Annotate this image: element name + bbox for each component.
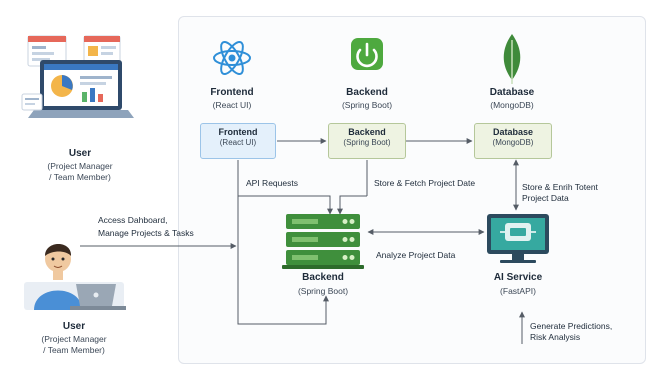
database-box-subtitle: (MongoDB) xyxy=(492,138,534,147)
api-requests-label: API Requests xyxy=(246,178,298,188)
store-enrich-label-line1: Store & Enrih Totent xyxy=(522,182,598,192)
bottom-user-role-line1: (Project Manager xyxy=(41,334,107,344)
access-label-line1: Access Dahboard, xyxy=(98,215,168,225)
ai-service-title: AI Service xyxy=(493,272,543,283)
frontend-icon-subtitle: (React UI) xyxy=(212,100,252,110)
arrow-api-requests xyxy=(237,160,333,215)
backend-server-subtitle: (Spring Boot) xyxy=(297,286,349,296)
backend-box-title: Backend xyxy=(348,127,386,137)
ai-service-icon xyxy=(487,214,549,263)
access-label-line2: Manage Projects & Tasks xyxy=(98,228,194,238)
frontend-icon-title: Frontend xyxy=(210,87,254,98)
bottom-user-role-line2: / Team Member) xyxy=(43,345,105,355)
store-fetch-label: Store & Fetch Project Date xyxy=(374,178,476,188)
user-person-illustration xyxy=(24,244,126,310)
backend-server-icon xyxy=(282,214,364,269)
database-box: Database (MongoDB) xyxy=(474,123,552,159)
backend-icon-subtitle: (Spring Boot) xyxy=(341,100,393,110)
backend-box: Backend (Spring Boot) xyxy=(328,123,406,159)
user-dashboard-illustration xyxy=(21,35,134,118)
arrow-backend-server xyxy=(337,195,367,215)
frontend-box-subtitle: (React UI) xyxy=(219,138,257,147)
backend-icon-title: Backend xyxy=(346,87,388,98)
generate-label-line2: Risk Analysis xyxy=(530,332,581,342)
bottom-user-title: User xyxy=(62,321,86,332)
frontend-box-title: Frontend xyxy=(218,127,258,137)
backend-box-subtitle: (Spring Boot) xyxy=(343,138,391,147)
database-icon-title: Database xyxy=(489,87,535,98)
database-icon-subtitle: (MongoDB) xyxy=(490,100,534,110)
frontend-box: Frontend (React UI) xyxy=(200,123,276,159)
store-enrich-label-line2: Project Data xyxy=(522,193,569,203)
generate-label-line1: Generate Predictions, xyxy=(530,321,613,331)
top-user-title: User xyxy=(68,148,92,159)
arrow-frontend-loop xyxy=(237,196,329,325)
top-user-role-line2: / Team Member) xyxy=(49,172,111,182)
react-icon xyxy=(213,41,251,75)
spring-boot-icon xyxy=(351,38,383,70)
analyze-label: Analyze Project Data xyxy=(376,250,456,260)
mongodb-leaf-icon xyxy=(503,34,521,84)
architecture-panel xyxy=(178,16,646,364)
top-user-role-line1: (Project Manager xyxy=(47,161,113,171)
ai-service-subtitle: (FastAPI) xyxy=(500,286,536,296)
backend-server-title: Backend xyxy=(302,272,344,283)
database-box-title: Database xyxy=(492,127,534,137)
